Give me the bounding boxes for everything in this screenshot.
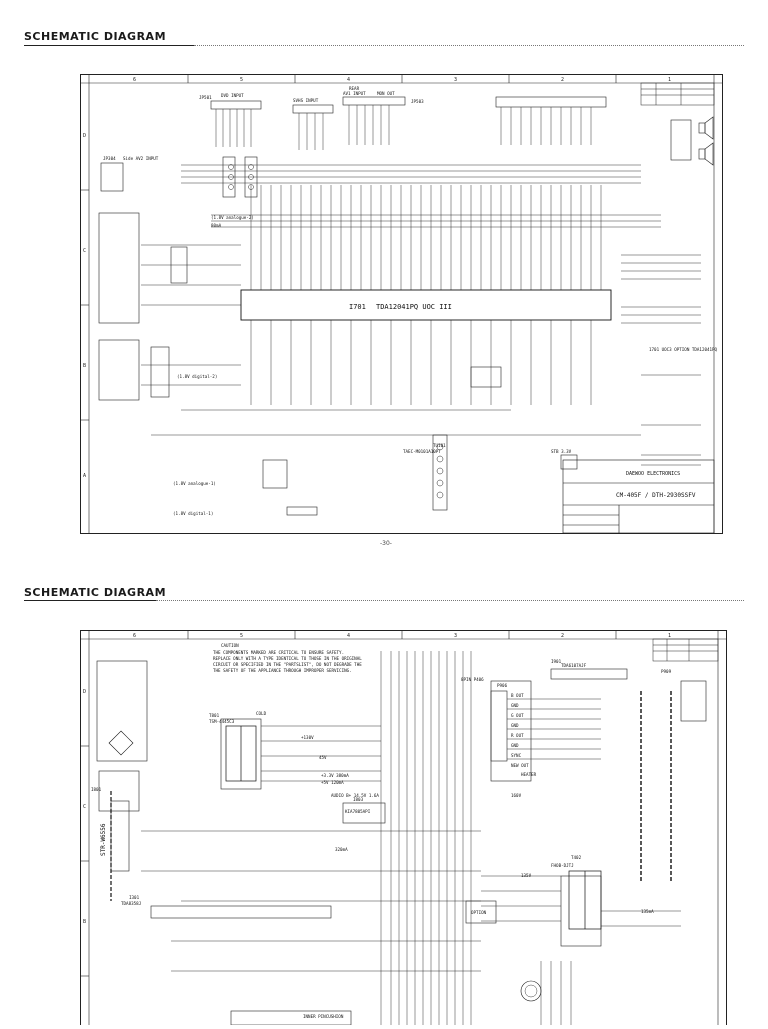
zone-label: 6 — [133, 77, 136, 83]
zone-label: 6 — [133, 633, 136, 639]
caution-title: CAUTION — [221, 643, 239, 648]
page2-header-rule-dotted — [156, 600, 744, 601]
crt-pin-label: GND — [511, 703, 519, 708]
note-label: 80mA — [211, 223, 222, 228]
zone-label: 4 — [347, 633, 350, 639]
zone-label: 5 — [240, 77, 243, 83]
main-ic-part: TDA12041PQ UOC III — [376, 303, 452, 311]
zone-label: 2 — [561, 77, 564, 83]
jp501-label: JP501 — [199, 95, 212, 100]
jp304-label: JP304 — [103, 156, 116, 161]
i803-label: I803 — [353, 797, 364, 802]
crt-pin-label: B OUT — [511, 693, 524, 698]
i803-part: KIA7805API — [345, 809, 371, 814]
option-label: OPTION — [471, 910, 487, 915]
crt-pin-label: GND — [511, 723, 519, 728]
conn-svhs-label: SVHS INPUT — [293, 98, 319, 103]
schematic-sheet-1: 6 5 4 3 2 1 D C B A — [80, 74, 723, 534]
i901-label: I901 — [551, 659, 562, 664]
zone-label: C — [83, 804, 86, 810]
i901-part: TDA6107AJF — [561, 663, 587, 668]
option-note: 1701 UOC3 OPTION TDA12041PQ — [649, 347, 718, 352]
tuner-ref: TU101 — [433, 443, 446, 448]
audio-b-label: AUDIO B+ 14.5V 1.6A — [331, 793, 379, 798]
ma320-label: 320mA — [335, 847, 348, 852]
note-label: (1.8V analogue-2) — [211, 215, 254, 220]
stb-label: STB 3.3V — [551, 449, 572, 454]
t801-label: T801 — [209, 713, 220, 718]
p906-label: P906 — [497, 683, 508, 688]
conn-av1-label: AV1 INPUT — [343, 91, 366, 96]
main-ic-ref: I701 — [349, 303, 366, 311]
crt-pin-label: GND — [511, 743, 519, 748]
page1-header-rule-dotted — [194, 45, 744, 46]
v135-label: 135V — [521, 873, 532, 878]
ma135-label: 135mA — [641, 909, 654, 914]
conn-rear-label: REAR — [349, 86, 360, 91]
v160-label: 160V — [511, 793, 522, 798]
fbt-label: T402 — [571, 855, 582, 860]
zone-label: 2 — [561, 633, 564, 639]
caution-line: REPLACE ONLY WITH A TYPE IDENTICAL TO TH… — [213, 656, 362, 661]
inner-pin-label: INNER PINCUSHION — [303, 1014, 344, 1019]
i301-label: I301 — [129, 895, 140, 900]
v5-label: +5V 120mA — [321, 780, 344, 785]
zone-label: 3 — [454, 77, 457, 83]
page2-header-rule — [24, 600, 156, 601]
caution-line: CIRCUIT OR SPECIFIED IN THE "PARTSLIST",… — [213, 662, 362, 667]
page1-header: SCHEMATIC DIAGRAM — [24, 30, 167, 43]
schematic-sheet-2: 6 5 4 3 2 1 D C B CAUTION THE COMPONENTS… — [80, 630, 727, 1026]
conn-side-label: Side AV2 INPUT — [123, 156, 159, 161]
conn-mon-label: MON OUT — [377, 91, 395, 96]
zone-label: 1 — [668, 633, 671, 639]
zone-label: D — [83, 133, 86, 139]
cold-label: COLD — [256, 711, 267, 716]
v33-label: +3.3V 380mA — [321, 773, 349, 778]
jp503-label: JP503 — [411, 99, 424, 104]
zone-label: 1 — [668, 77, 671, 83]
zone-label: C — [83, 248, 86, 254]
main-ic-body — [240, 289, 612, 321]
crt-pin-label: SYNC — [511, 753, 522, 758]
page1-header-rule — [24, 45, 194, 46]
schematic-drawing-2: 6 5 4 3 2 1 D C B CAUTION THE COMPONENTS… — [81, 631, 726, 1026]
conn-dvd-label: DVD INPUT — [221, 93, 244, 98]
zone-label: 4 — [347, 77, 350, 83]
note-label: (1.8V analogue-1) — [173, 481, 216, 486]
crt-pin-label: R OUT — [511, 733, 524, 738]
page2-header: SCHEMATIC DIAGRAM — [24, 586, 167, 599]
schematic-drawing-1: 6 5 4 3 2 1 D C B A — [81, 75, 722, 534]
v45-label: 45V — [319, 755, 327, 760]
i301-part: TDA8358J — [121, 901, 141, 906]
zone-label: 3 — [454, 633, 457, 639]
note-label: (1.8V digital-1) — [173, 511, 213, 516]
caution-line: THE SAFETY OF THE APPLIANCE THROUGH IMPR… — [213, 668, 352, 673]
smps-ic-label: STR-W6556 — [100, 823, 107, 856]
i801-label: I801 — [91, 787, 102, 792]
crt-pin-label: NEW OUT — [511, 763, 529, 768]
zone-label: B — [83, 363, 86, 369]
zone-label: B — [83, 919, 86, 925]
p406-label: 8PIN P406 — [461, 677, 484, 682]
zone-label: 5 — [240, 633, 243, 639]
note-label: (1.8V digital-2) — [177, 374, 217, 379]
title-model: CM-405F / DTH-2930SSFV — [616, 492, 696, 499]
v130-label: +130V — [301, 735, 314, 740]
p909-label: P909 — [661, 669, 672, 674]
page-number: -30- — [380, 540, 392, 547]
caution-line: THE COMPONENTS MARKED ARE CRITICAL TO EN… — [213, 650, 344, 655]
fbt-part: FHOB-DJTJ — [551, 863, 574, 868]
tuner-part: TAEC-M0101A10PT — [403, 449, 441, 454]
title-company: DAEWOO ELECTRONICS — [626, 471, 680, 477]
heater-label: HEATER — [521, 772, 537, 777]
t801-part: TSM-4445C3 — [209, 719, 235, 724]
zone-label: A — [83, 473, 86, 479]
crt-pin-label: G OUT — [511, 713, 524, 718]
zone-label: D — [83, 689, 86, 695]
